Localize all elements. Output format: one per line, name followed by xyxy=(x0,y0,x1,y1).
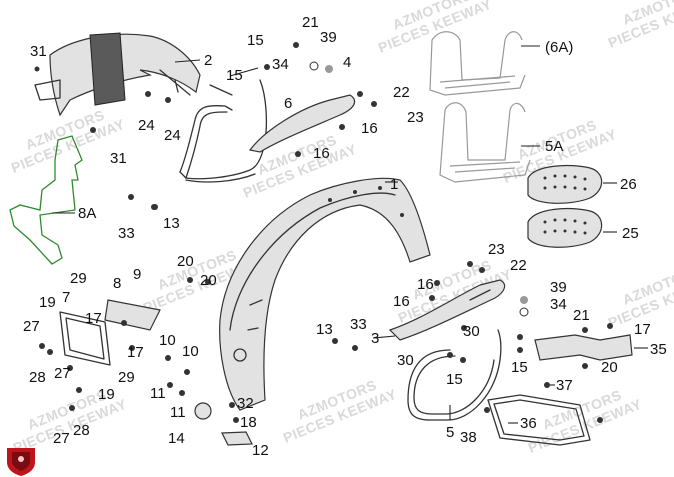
label-30: 30 xyxy=(397,352,414,369)
label-18: 18 xyxy=(240,414,257,431)
label-27: 27 xyxy=(54,365,71,382)
part-26-pad xyxy=(527,164,603,204)
label-11: 11 xyxy=(150,385,166,402)
label-13: 13 xyxy=(316,321,333,338)
label-13: 13 xyxy=(163,215,180,232)
label-1: 1 xyxy=(390,176,398,193)
label-22: 22 xyxy=(393,84,410,101)
label-34: 34 xyxy=(550,296,567,313)
part-6A-carrier xyxy=(429,31,526,96)
label-31: 31 xyxy=(110,150,127,167)
label-21: 21 xyxy=(302,14,319,31)
part-12-plate xyxy=(221,431,253,446)
label-8: 8 xyxy=(113,275,121,292)
label-39: 39 xyxy=(550,279,567,296)
label-4: 4 xyxy=(343,54,351,71)
label-5: 5 xyxy=(446,424,454,441)
label-29: 29 xyxy=(70,270,87,287)
label-12: 12 xyxy=(252,442,269,459)
label-33: 33 xyxy=(118,225,135,242)
label-32: 32 xyxy=(237,395,254,412)
label-15: 15 xyxy=(511,359,528,376)
part-8-bracket xyxy=(104,299,161,331)
label-22: 22 xyxy=(510,257,527,274)
label-38: 38 xyxy=(460,429,477,446)
label-27: 27 xyxy=(53,430,70,447)
label-16: 16 xyxy=(313,145,330,162)
label-9: 9 xyxy=(133,266,141,283)
label-3: 3 xyxy=(371,330,379,347)
label-27: 27 xyxy=(23,318,40,335)
label-20: 20 xyxy=(601,359,618,376)
label-23: 23 xyxy=(407,109,424,126)
label-23: 23 xyxy=(488,241,505,258)
label-17: 17 xyxy=(634,321,651,338)
part-8A-bracket xyxy=(9,135,83,265)
part-35-bracket xyxy=(534,334,633,361)
part-6-grab-rail xyxy=(179,79,356,183)
label-14: 14 xyxy=(168,430,185,447)
part-25-pad xyxy=(527,207,603,248)
label-15: 15 xyxy=(247,32,264,49)
label-6: 6 xyxy=(284,95,292,112)
label-33: 33 xyxy=(350,316,367,333)
label-19: 19 xyxy=(39,294,56,311)
label-5A: 5A xyxy=(545,138,563,155)
label-24: 24 xyxy=(164,127,181,144)
label-31: 31 xyxy=(30,43,47,60)
label-28: 28 xyxy=(29,369,46,386)
part-7-plate-bracket xyxy=(59,311,111,366)
part-labels: 31 2 15 15 21 39 34 4 (6A) 24 24 6 22 23… xyxy=(23,14,667,459)
label-11: 11 xyxy=(170,404,186,421)
label-28: 28 xyxy=(73,422,90,439)
label-19: 19 xyxy=(98,386,115,403)
hardware-parts xyxy=(34,42,613,423)
label-35: 35 xyxy=(650,341,667,358)
part-5A-carrier xyxy=(439,102,531,183)
part-3-right-rail xyxy=(388,279,506,341)
label-20: 20 xyxy=(200,272,217,289)
azmotors-shield-logo xyxy=(7,448,35,476)
label-25: 25 xyxy=(622,225,639,242)
label-20: 20 xyxy=(177,253,194,270)
label-16: 16 xyxy=(393,293,410,310)
label-37: 37 xyxy=(556,377,573,394)
label-29: 29 xyxy=(118,369,135,386)
label-2: 2 xyxy=(204,52,212,69)
label-39: 39 xyxy=(320,29,337,46)
label-16: 16 xyxy=(417,276,434,293)
part-36-frame xyxy=(487,394,591,446)
part-1-rear-fender xyxy=(219,177,431,411)
leader-lines xyxy=(52,45,648,424)
label-8A: 8A xyxy=(78,205,96,222)
label-34: 34 xyxy=(272,56,289,73)
label-26: 26 xyxy=(620,176,637,193)
label-21: 21 xyxy=(573,307,590,324)
label-17: 17 xyxy=(85,310,102,327)
label-16: 16 xyxy=(361,120,378,137)
label-7: 7 xyxy=(62,289,70,306)
label-36: 36 xyxy=(520,415,537,432)
label-10: 10 xyxy=(182,343,199,360)
label-17: 17 xyxy=(127,344,144,361)
part-14-reflector xyxy=(194,402,212,420)
label-6A: (6A) xyxy=(545,39,573,56)
label-15: 15 xyxy=(446,371,463,388)
label-30: 30 xyxy=(463,323,480,340)
part-5-grab-rail xyxy=(407,329,502,421)
label-10: 10 xyxy=(159,332,176,349)
part-2-inner-mudguard xyxy=(34,32,201,117)
label-15: 15 xyxy=(226,67,243,84)
label-24: 24 xyxy=(138,117,155,134)
